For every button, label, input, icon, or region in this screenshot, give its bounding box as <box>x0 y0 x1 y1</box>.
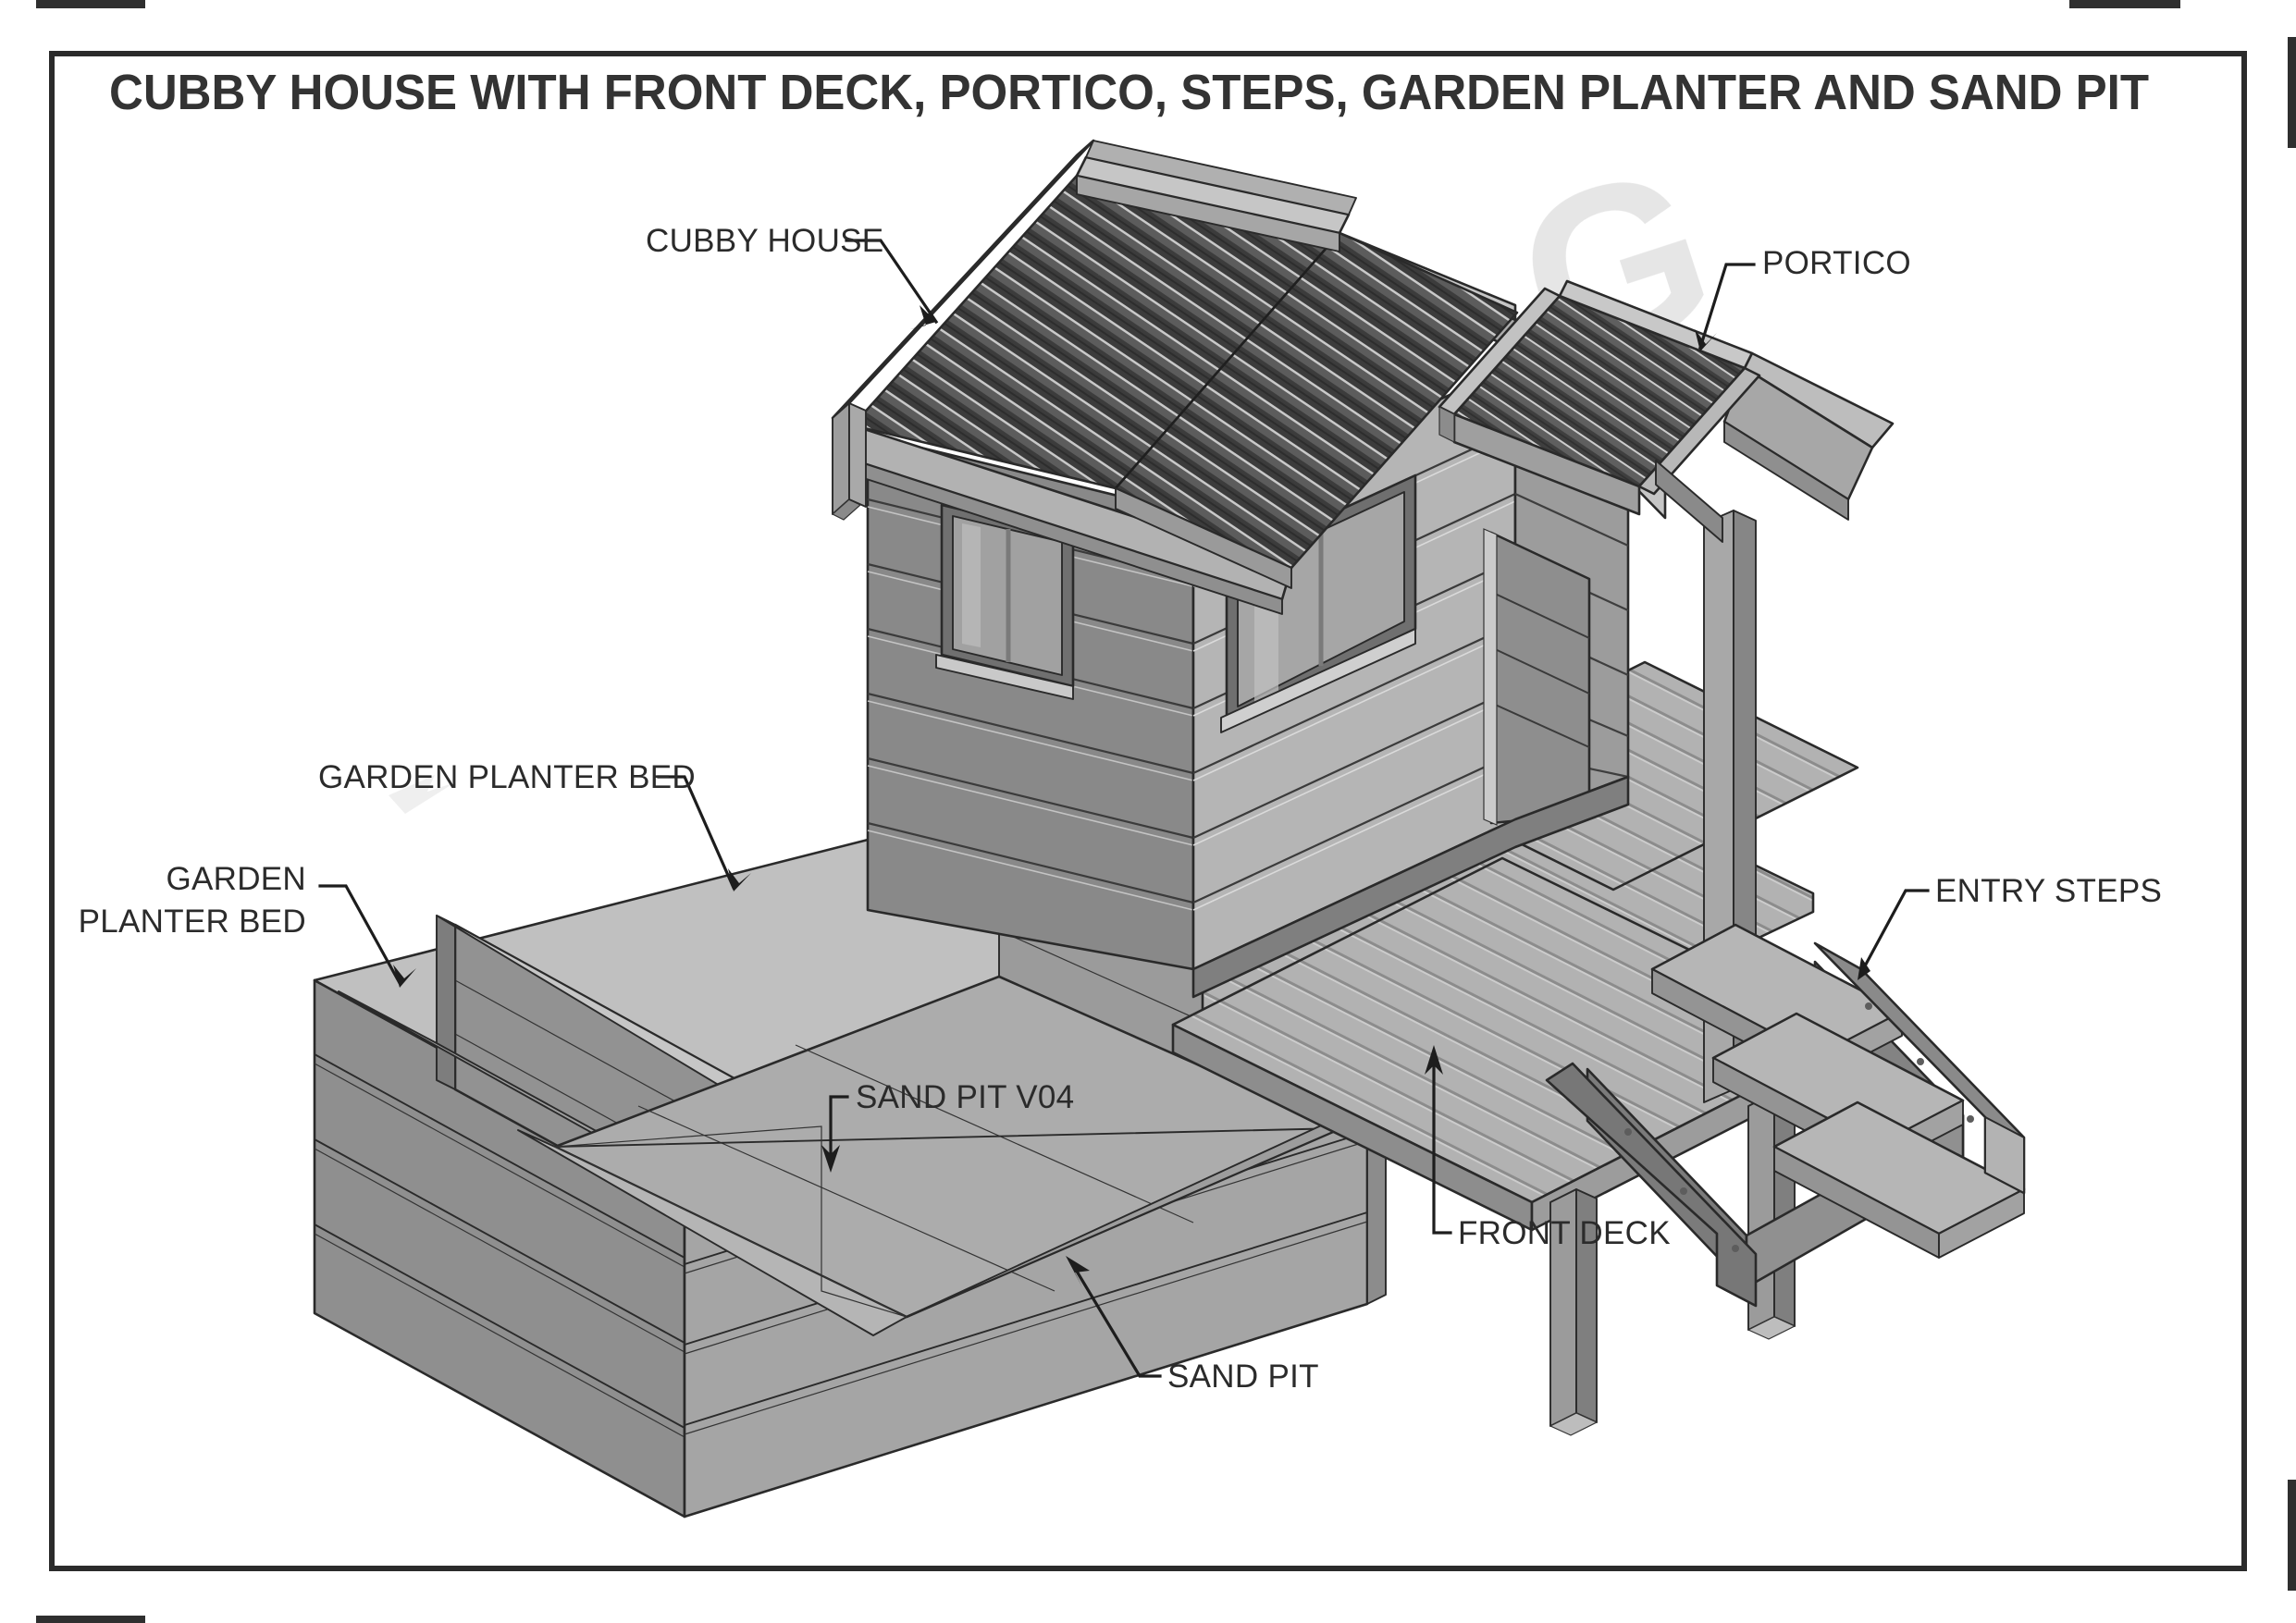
label-garden-planter-bed-left: GARDEN PLANTER BED <box>79 861 306 940</box>
leader-line-sand-pit-v04 <box>829 1095 849 1165</box>
leader-line-garden-planter-bed-left <box>318 884 402 986</box>
scan-artifacts <box>36 0 2296 1623</box>
label-garden-planter-bed-top: GARDEN PLANTER BED <box>318 759 696 795</box>
leader-line-sand-pit <box>1070 1262 1162 1378</box>
label-portico: PORTICO <box>1762 245 1911 281</box>
leader-line-garden-planter-bed-top <box>657 775 736 891</box>
arrowhead-front-deck <box>1425 1045 1443 1075</box>
arrowhead-garden-planter-bed-left <box>393 965 416 988</box>
callout-cubby-house: CUBBY HOUSE <box>646 223 939 329</box>
callout-sand-pit-v04: SAND PIT V04 <box>821 1079 1074 1173</box>
callout-garden-planter-bed-left: GARDEN PLANTER BED <box>79 861 416 988</box>
arrowhead-entry-steps <box>1858 957 1883 980</box>
label-entry-steps: ENTRY STEPS <box>1935 873 2162 909</box>
entry-steps <box>1545 923 2026 1308</box>
leader-line-front-deck <box>1432 1054 1452 1235</box>
label-sand-pit: SAND PIT <box>1167 1359 1319 1395</box>
label-line: GARDEN PLANTER BED <box>318 759 696 795</box>
callout-portico: PORTICO <box>1695 245 1911 351</box>
label-sand-pit-v04: SAND PIT V04 <box>856 1079 1074 1115</box>
page-title: CUBBY HOUSE WITH FRONT DECK, PORTICO, ST… <box>109 65 2149 120</box>
leader-line-cubby-house <box>845 239 939 325</box>
deck-post-left <box>1549 1188 1599 1436</box>
window-front <box>1220 473 1417 733</box>
label-line: PORTICO <box>1762 245 1911 281</box>
arrowhead-sand-pit <box>1066 1256 1090 1287</box>
label-line: PLANTER BED <box>79 904 306 940</box>
label-cubby-house: CUBBY HOUSE <box>646 223 883 259</box>
label-line: CUBBY HOUSE <box>646 223 883 259</box>
callout-entry-steps: ENTRY STEPS <box>1858 873 2162 980</box>
callout-sand-pit: SAND PIT <box>1066 1256 1319 1395</box>
arrowhead-portico <box>1695 329 1717 351</box>
label-line: GARDEN <box>166 861 306 897</box>
label-line: SAND PIT V04 <box>856 1079 1074 1115</box>
label-front-deck: FRONT DECK <box>1458 1215 1671 1251</box>
door <box>1483 528 1591 826</box>
house-base-bearer <box>1191 775 1630 999</box>
callout-garden-planter-bed-top: GARDEN PLANTER BED <box>318 759 751 891</box>
main-roof <box>831 139 1685 615</box>
label-line: ENTRY STEPS <box>1935 873 2162 909</box>
leader-line-entry-steps <box>1858 889 1930 976</box>
arrowhead-cubby-house <box>910 305 936 329</box>
callout-front-deck: FRONT DECK <box>1425 1045 1671 1251</box>
leader-line-portico <box>1697 263 1756 350</box>
label-line: SAND PIT <box>1167 1359 1319 1395</box>
label-line: FRONT DECK <box>1458 1215 1671 1251</box>
arrowhead-garden-planter-bed-top <box>728 868 751 891</box>
step-tread-bottom <box>1772 1100 2026 1259</box>
sheet-border <box>49 51 2247 1571</box>
window-side <box>935 503 1075 700</box>
arrowhead-sand-pit-v04 <box>821 1145 840 1173</box>
